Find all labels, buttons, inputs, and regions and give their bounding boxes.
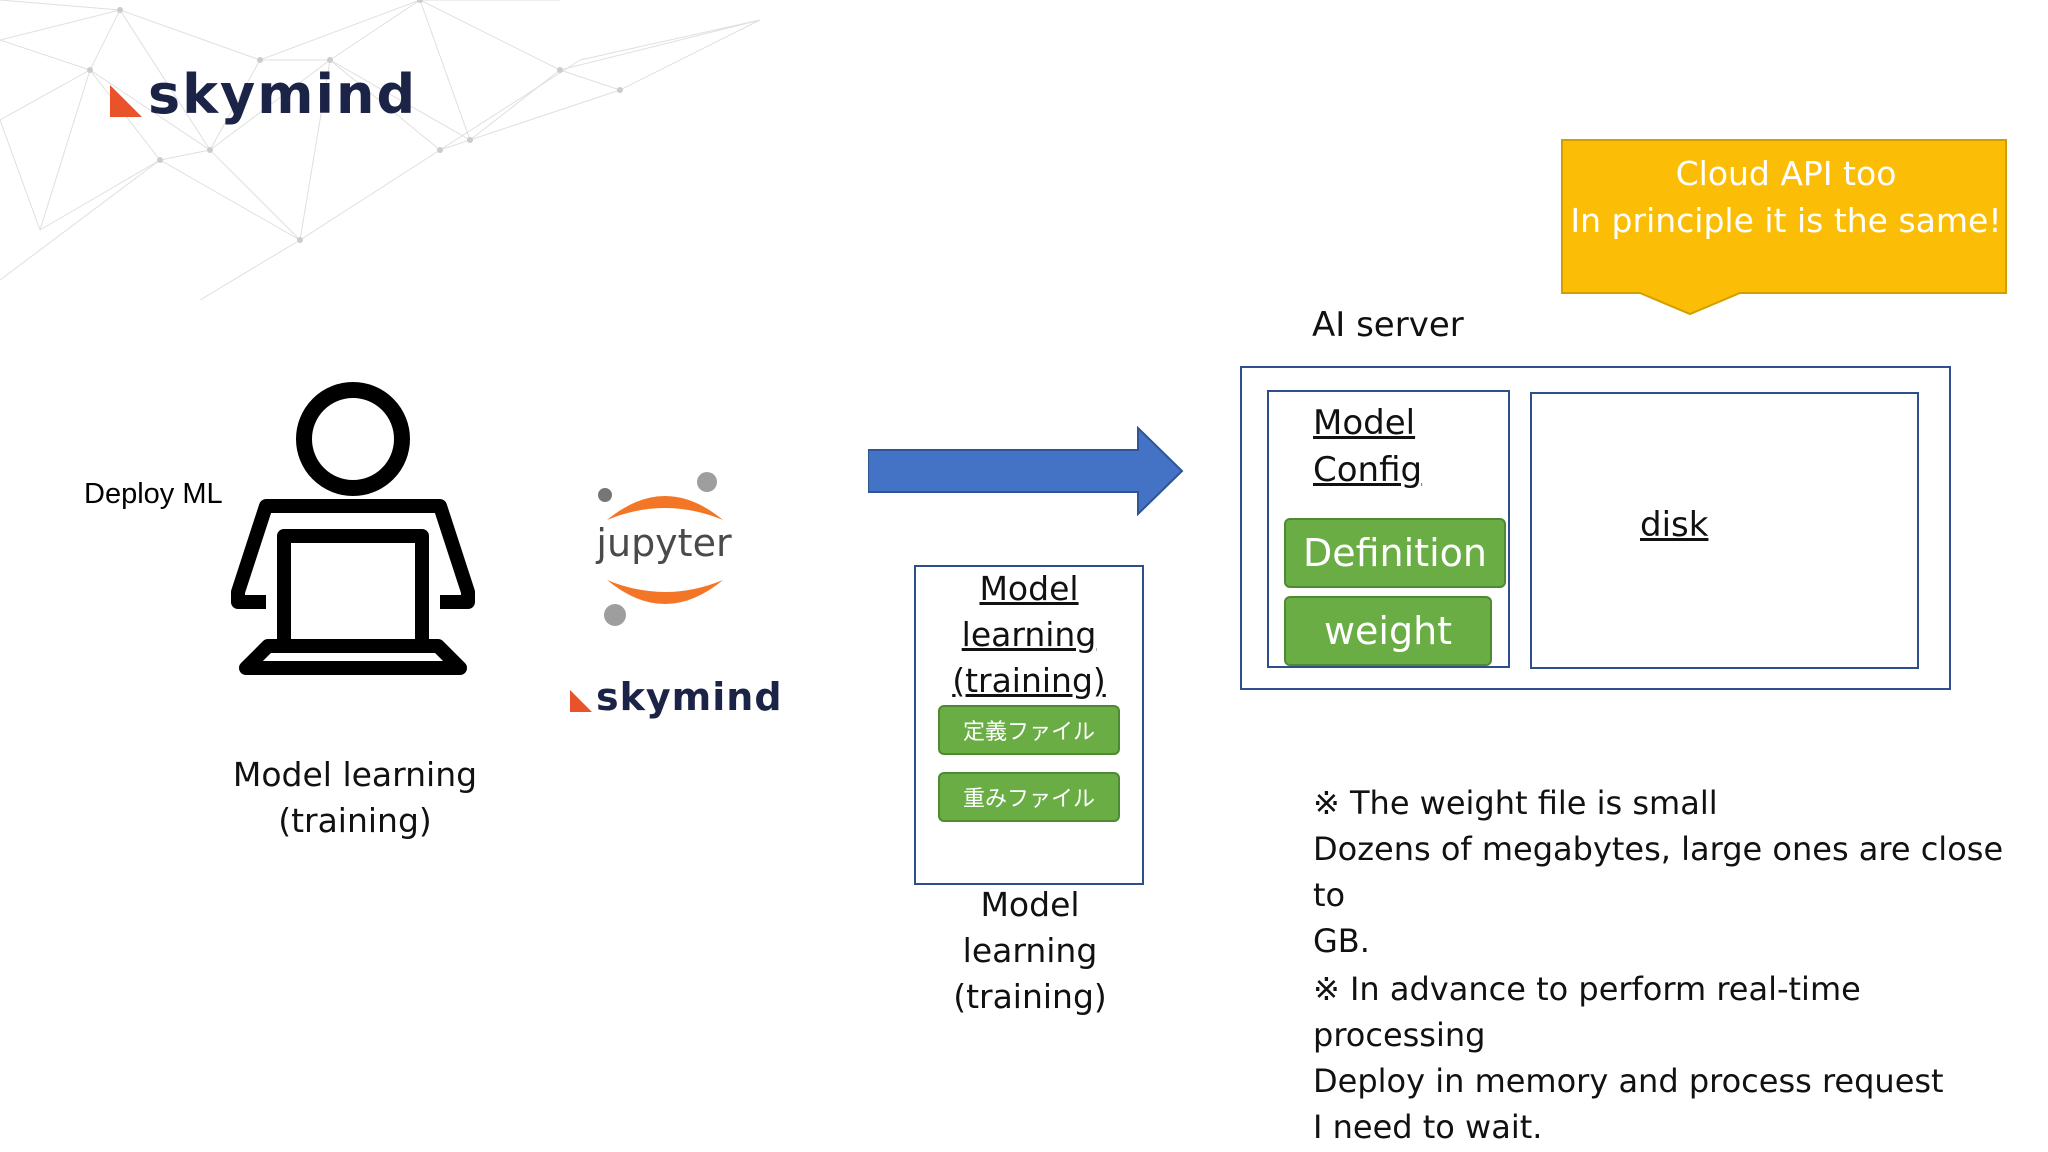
config-title-line1: Model (1313, 403, 1416, 443)
skymind-logo-small: skymind (570, 678, 783, 716)
callout-line2: In principle it is the same! (1570, 201, 2002, 240)
jupyter-logo-icon (598, 472, 723, 626)
training-title-line3: (training) (952, 661, 1106, 700)
training-box-title: Model learning (training) (914, 566, 1144, 704)
skymind-logo: skymind (110, 68, 417, 122)
weight-badge: weight (1284, 596, 1492, 666)
note-realtime: ※ In advance to perform real-time proces… (1313, 966, 2043, 1150)
disk-label: disk (1640, 505, 1709, 545)
callout-line1: Cloud API too (1675, 154, 1897, 193)
skymind-mark-icon (110, 85, 142, 117)
training-caption-line3: (training) (953, 977, 1107, 1016)
config-title-line2: Config (1313, 450, 1423, 490)
training-caption-line1: Model (980, 885, 1080, 924)
brand-name: skymind (596, 675, 783, 719)
callout-text: Cloud API too In principle it is the sam… (1566, 150, 2006, 244)
note1-line3: GB. (1313, 922, 1370, 960)
model-config-box (1267, 390, 1510, 668)
definition-badge: Definition (1284, 518, 1506, 588)
note1-line2: Dozens of megabytes, large ones are clos… (1313, 830, 2004, 914)
note2-line1: ※ In advance to perform real-time proces… (1313, 970, 1861, 1054)
training-box-caption: Model learning (training) (930, 882, 1130, 1020)
ai-server-box (1240, 366, 1951, 690)
deploy-arrow-icon (868, 426, 1184, 516)
deploy-ml-label: Deploy ML (84, 478, 223, 510)
note1-line1: ※ The weight file is small (1313, 784, 1718, 822)
note2-line2: Deploy in memory and process request (1313, 1062, 1944, 1100)
jupyter-label: jupyter (596, 521, 732, 565)
training-title-line1: Model (979, 569, 1079, 608)
note-weight-size: ※ The weight file is small Dozens of meg… (1313, 780, 2043, 964)
training-output-box (914, 565, 1144, 885)
definition-file-badge: 定義ファイル (938, 705, 1120, 755)
weight-file-badge: 重みファイル (938, 772, 1120, 822)
ai-server-label: AI server (1312, 305, 1464, 345)
person-caption-line1: Model learning (232, 755, 478, 794)
model-config-title: Model Config (1313, 400, 1422, 494)
note2-line3: I need to wait. (1313, 1108, 1543, 1146)
person-caption-line2: (training) (278, 801, 432, 840)
brand-name: skymind (148, 63, 418, 126)
background-mesh (0, 0, 761, 300)
person-laptop-icon (231, 382, 475, 675)
disk-box (1530, 392, 1919, 669)
person-caption: Model learning (training) (210, 752, 500, 844)
training-caption-line2: learning (962, 931, 1098, 970)
callout-bubble (1561, 139, 2007, 316)
training-title-line2: learning (961, 615, 1097, 654)
skymind-mark-icon (570, 690, 592, 712)
